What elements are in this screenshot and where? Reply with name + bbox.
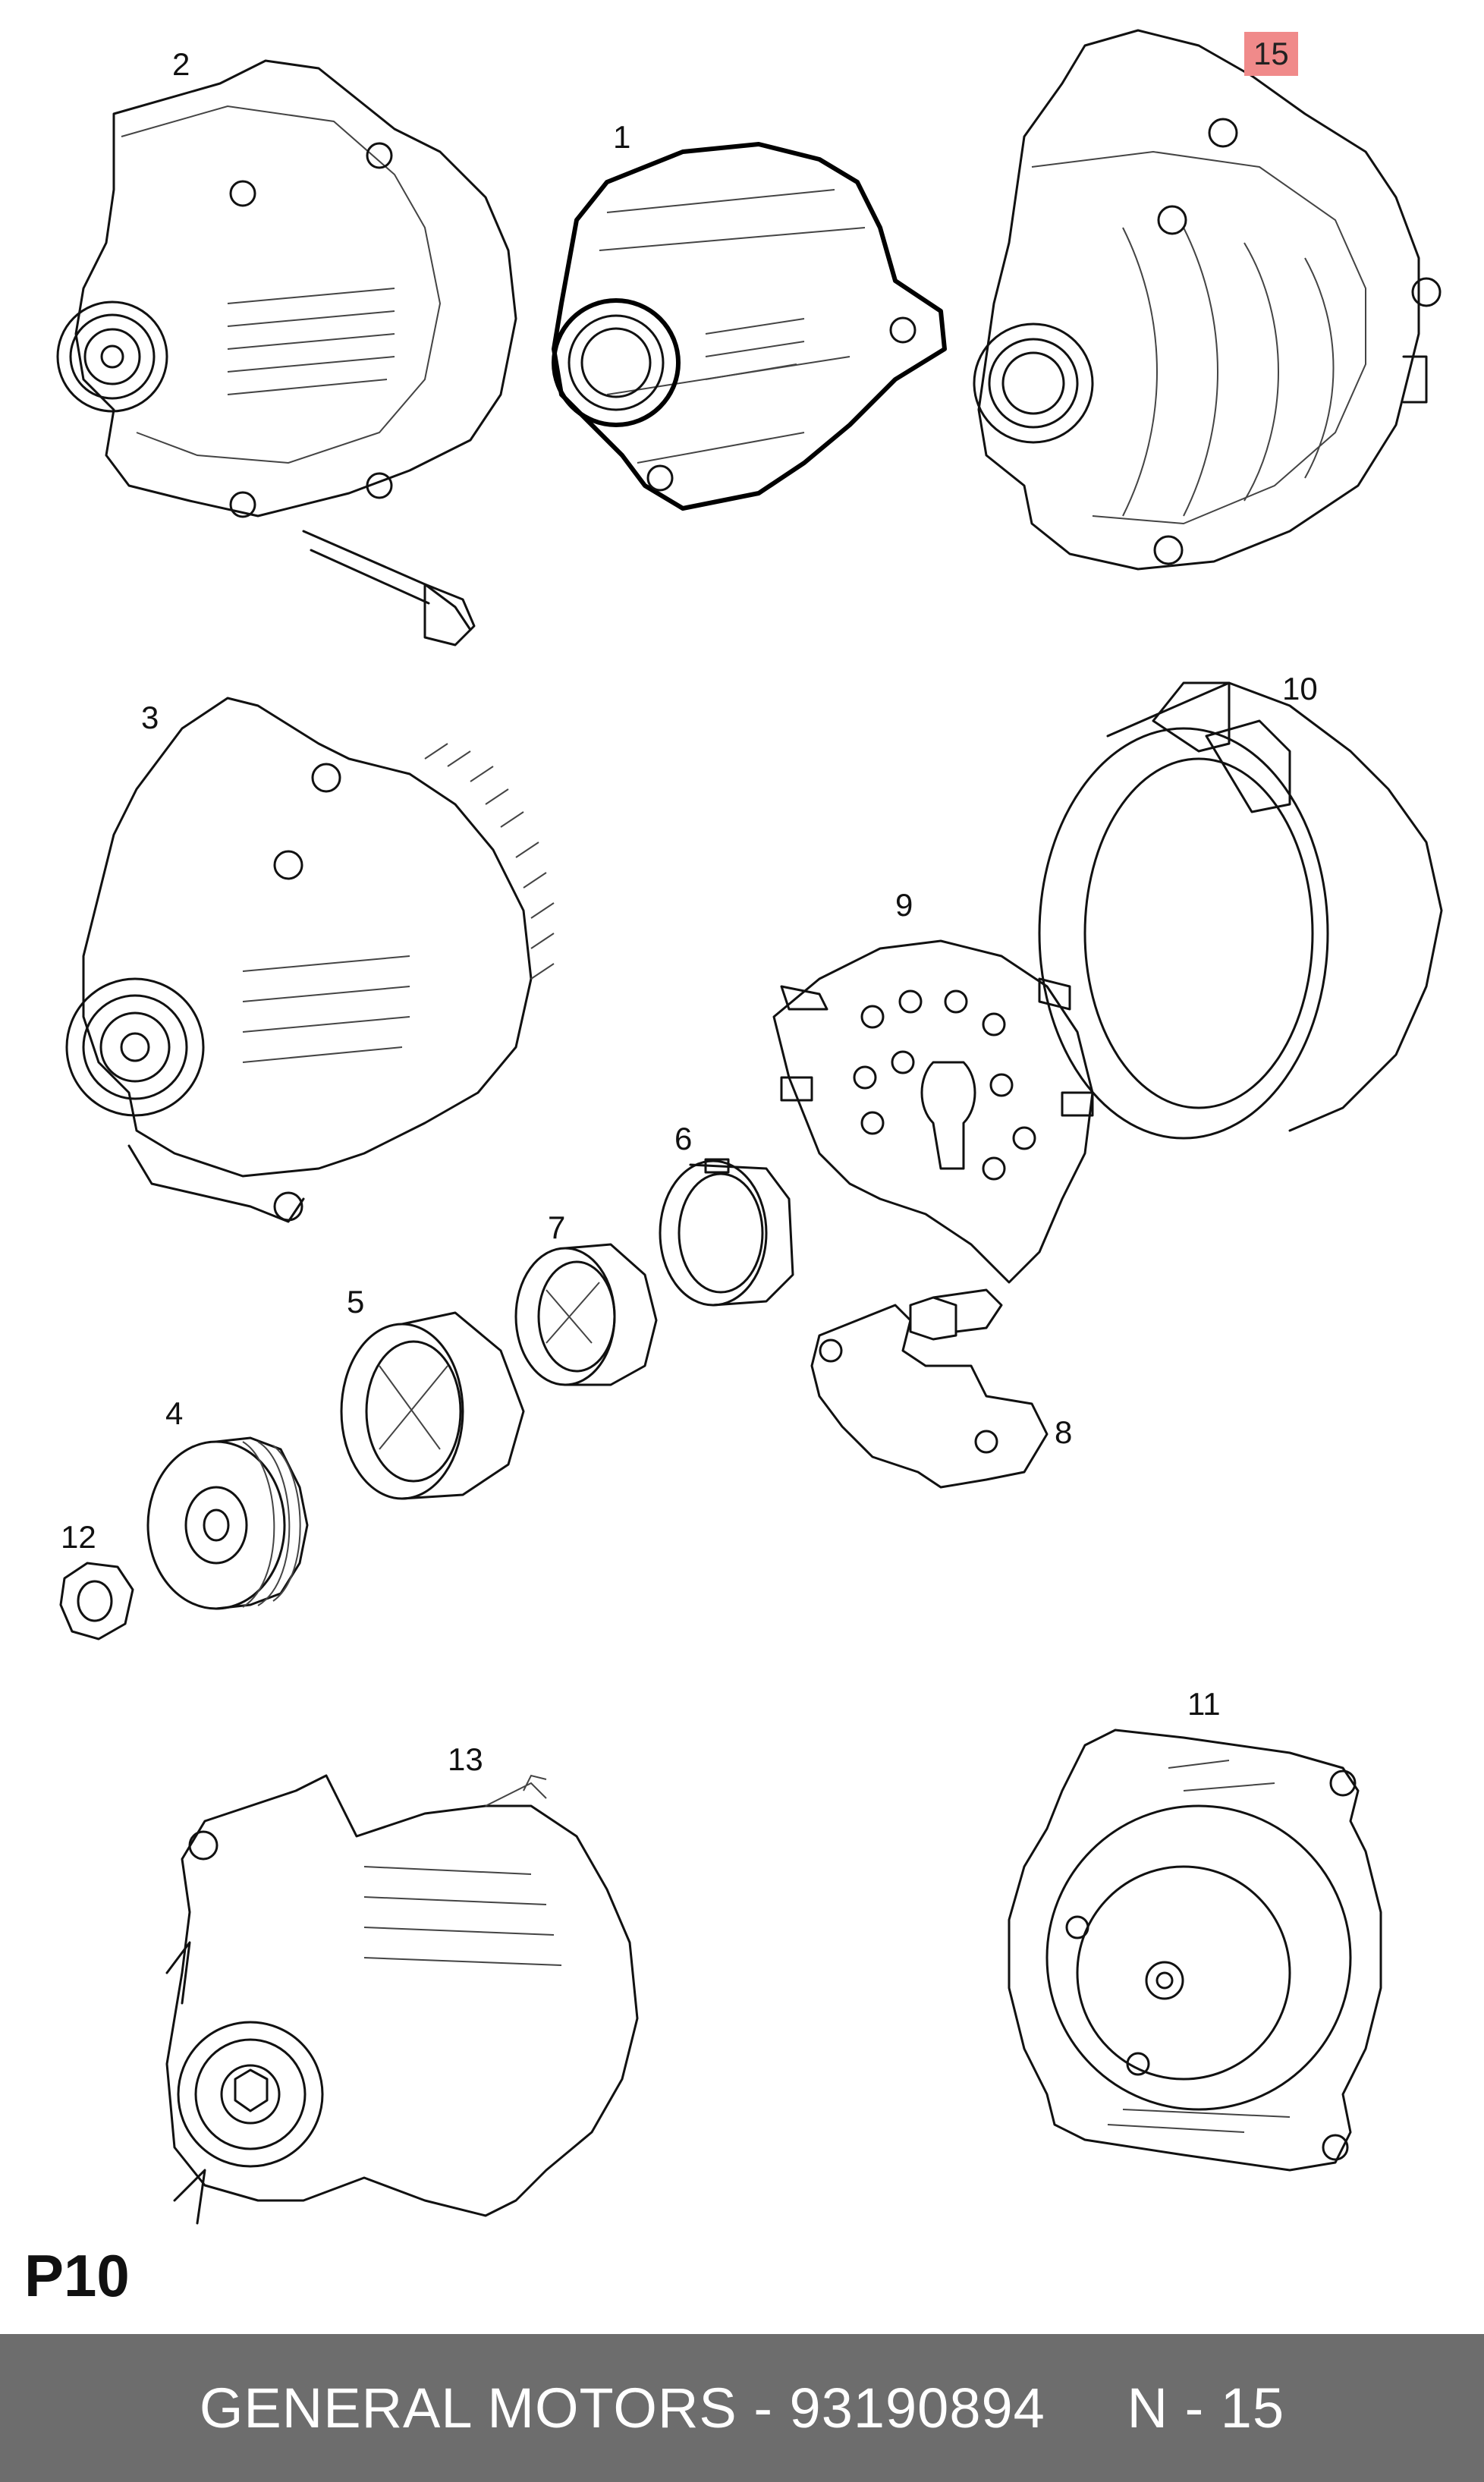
callout-10: 10	[1282, 671, 1318, 706]
part-2-alternator	[56, 59, 517, 646]
callout-5: 5	[347, 1284, 365, 1320]
part-7-bearing	[514, 1243, 658, 1386]
part-10-cover	[1038, 681, 1443, 1140]
part-13-alternator	[165, 1774, 639, 2225]
exploded-parts-diagram	[56, 29, 1443, 2225]
part-9-rectifier	[772, 939, 1094, 1284]
callout-1: 1	[613, 119, 631, 155]
part-1-alternator	[552, 142, 947, 511]
footer-bar: GENERAL MOTORS - 93190894 N - 15	[0, 2334, 1484, 2482]
callout-15-highlighted: 15	[1244, 32, 1298, 76]
part-8-regulator	[810, 1288, 1049, 1489]
part-4-pulley	[146, 1436, 309, 1610]
callout-8: 8	[1055, 1414, 1073, 1450]
callout-12: 12	[61, 1519, 96, 1555]
callout-3: 3	[141, 700, 159, 735]
callout-13: 13	[448, 1741, 483, 1777]
part-12-nut	[59, 1562, 134, 1641]
part-11-alternator	[1008, 1729, 1382, 2172]
footer-spacer	[1045, 2376, 1127, 2440]
callout-7: 7	[548, 1210, 566, 1245]
part-5-bearing	[340, 1311, 525, 1500]
part-15-alternator	[973, 29, 1442, 571]
part-3-alternator	[65, 697, 555, 1223]
footer-reference: N - 15	[1127, 2377, 1285, 2440]
callout-11: 11	[1187, 1686, 1221, 1722]
part-6-ring	[659, 1158, 794, 1307]
callout-4: 4	[165, 1395, 184, 1431]
footer-part-number: GENERAL MOTORS - 93190894	[199, 2377, 1045, 2440]
page-code: P10	[24, 2242, 130, 2309]
callout-2: 2	[172, 46, 190, 82]
callout-9: 9	[895, 887, 913, 923]
callout-6: 6	[674, 1121, 693, 1156]
